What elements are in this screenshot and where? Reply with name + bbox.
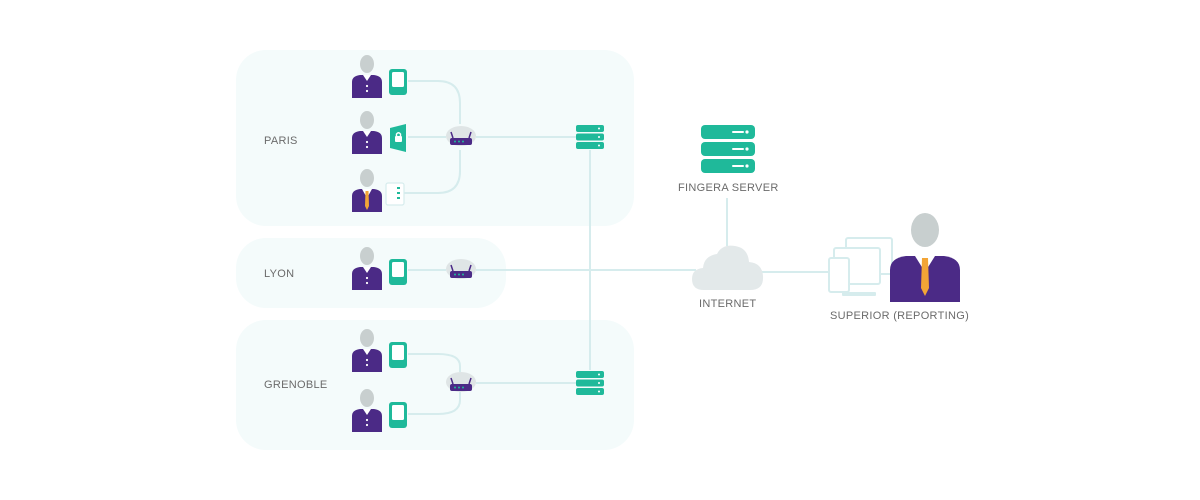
manager-icon [352, 169, 382, 212]
link-paris-user3-router [404, 150, 461, 194]
fingerprint-terminal-icon[interactable] [388, 401, 408, 429]
router-icon [446, 126, 476, 146]
link-paris-user1-router [408, 80, 461, 124]
site-label-paris: PARIS [264, 135, 298, 147]
link-grenoble-user1-router [408, 353, 461, 372]
switch-icon [576, 371, 604, 395]
fingerprint-terminal-icon[interactable] [388, 341, 408, 369]
cloud-icon [692, 245, 764, 290]
router-icon [446, 372, 476, 392]
monitor-devices-icon [828, 237, 893, 296]
keypad-terminal-icon[interactable] [385, 182, 405, 206]
fingerprint-terminal-icon[interactable] [388, 258, 408, 286]
switch-icon [576, 125, 604, 149]
superior-label: SUPERIOR (REPORTING) [830, 310, 970, 322]
fingerprint-terminal-icon[interactable] [388, 68, 408, 96]
employee-icon [352, 55, 382, 98]
door-lock-icon[interactable] [388, 122, 408, 154]
superior-manager-icon [890, 213, 960, 302]
link-grenoble-user2-router [408, 392, 461, 415]
zone-grenoble [236, 320, 634, 450]
internet-label: INTERNET [699, 298, 757, 310]
router-icon [446, 259, 476, 279]
employee-icon [352, 247, 382, 290]
employee-icon [352, 111, 382, 154]
site-label-lyon: LYON [264, 268, 295, 280]
site-label-grenoble: GRENOBLE [264, 379, 328, 391]
server-label: FINGERA SERVER [678, 182, 779, 194]
employee-icon [352, 329, 382, 372]
employee-icon [352, 389, 382, 432]
server-icon [701, 125, 755, 173]
